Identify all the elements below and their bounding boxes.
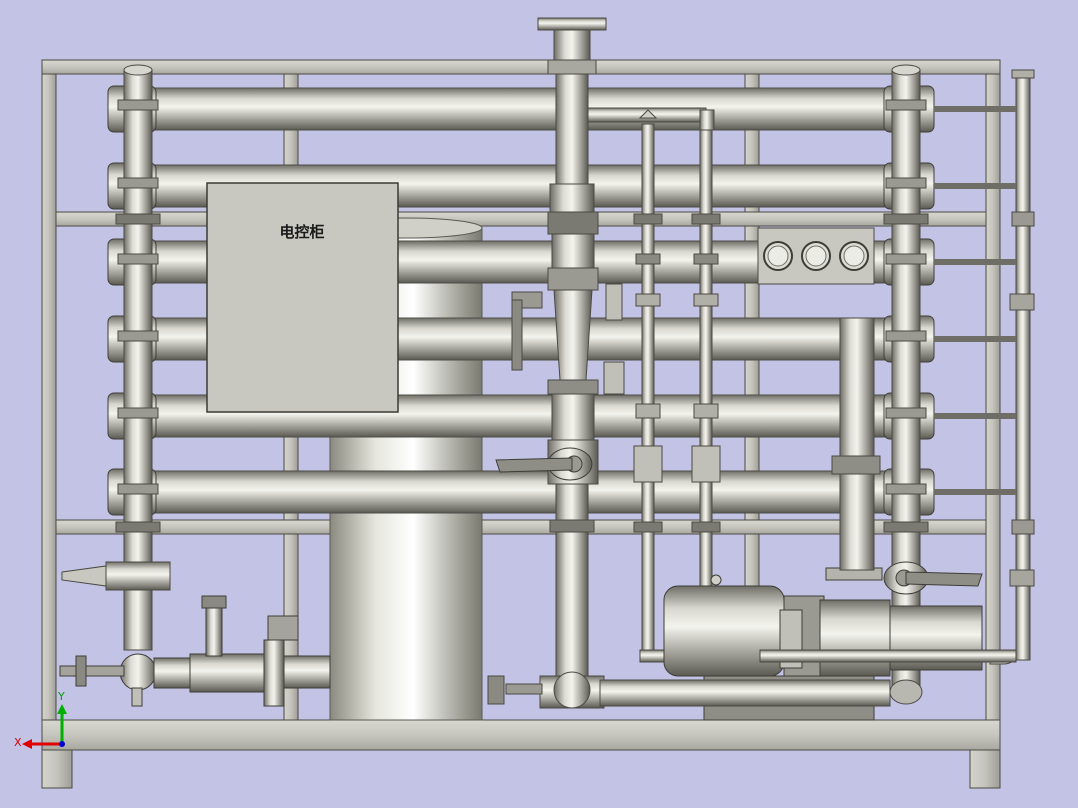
frame-rail — [55, 519, 987, 535]
frame-foot-left — [41, 749, 73, 789]
permeate-manifold[interactable] — [934, 69, 1035, 665]
frame-structure[interactable] — [41, 59, 1001, 789]
inlet-assembly[interactable] — [59, 595, 331, 707]
axis-label-x: X — [14, 736, 22, 749]
butterfly-valve-right[interactable] — [825, 561, 983, 595]
small-fittings — [511, 283, 625, 395]
cartridge-housing[interactable] — [831, 317, 881, 571]
control-cabinet-label: 电控柜 — [279, 223, 324, 241]
bottom-return-pipe[interactable] — [487, 649, 1017, 709]
inlet-nozzle — [61, 565, 107, 587]
frame-rail — [55, 211, 987, 227]
frame-foot-right — [969, 749, 1001, 789]
membrane-housing[interactable] — [107, 87, 935, 131]
left-manifold-pipe[interactable] — [105, 64, 171, 651]
axis-label-y: Y — [57, 690, 65, 703]
control-cabinet[interactable]: 电控柜 — [206, 182, 399, 413]
butterfly-valve-center[interactable] — [495, 447, 593, 481]
frame-post — [41, 73, 57, 721]
frame-top-beam — [41, 59, 1001, 75]
frame-base — [41, 719, 1001, 751]
frame-post — [985, 73, 1001, 721]
gauge-panel[interactable] — [757, 227, 875, 285]
membrane-housing[interactable] — [107, 470, 935, 514]
coordinate-triad: Y X — [14, 690, 67, 749]
